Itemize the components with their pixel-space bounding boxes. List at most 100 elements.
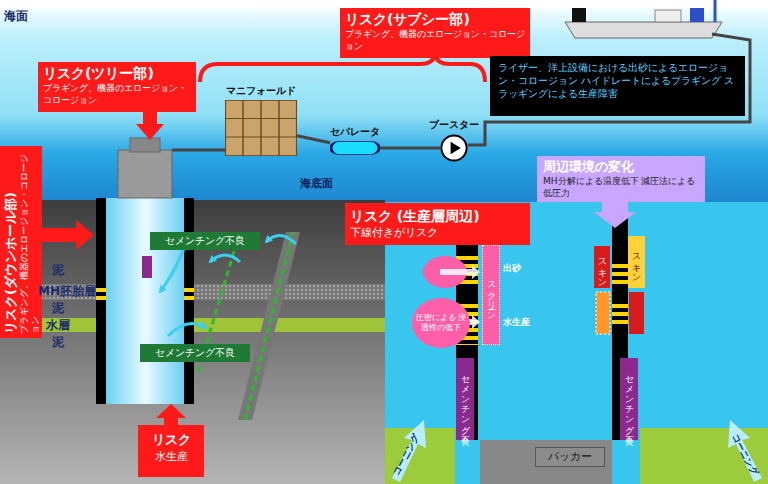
compaction-zone-part [412, 298, 470, 348]
skin-band: スキン [594, 246, 610, 288]
stratum-label: 水層 [46, 317, 70, 334]
box-text: リスク(ツリー部) [43, 65, 191, 82]
box-text: リスク (生産層周辺) [350, 207, 525, 225]
well-left [142, 256, 152, 278]
flow-pipe [172, 149, 226, 152]
booster-pump-outline [440, 134, 468, 162]
seabed-label: 海底面 [300, 176, 333, 191]
risk-arrows [156, 404, 186, 425]
production-zone-panel [640, 428, 768, 484]
well-left [96, 286, 106, 300]
separator-symbol: セパレータ [330, 141, 380, 155]
manifold-symbol: マニフォールド [225, 100, 297, 156]
booster-pump-part [441, 135, 466, 160]
compaction-zone: 圧密による 浸透性の低下 [412, 298, 470, 348]
box-text: マニフォールド [226, 84, 296, 98]
manifold-symbol-part [278, 100, 279, 156]
flow-label: 出砂 [503, 262, 521, 275]
well-left [130, 138, 160, 152]
stratum-label: 泥 [52, 300, 64, 317]
risk-box: リスク(サブシー部)プラギング、機器のエロージョン・コロージョン [340, 8, 530, 58]
box-text: パッカー [536, 448, 604, 466]
production-wells [629, 292, 644, 334]
booster-pump: ブースター [440, 134, 468, 162]
box-detail: 下線付きがリスク [350, 225, 525, 240]
flow-arrows [440, 265, 480, 279]
cement-failure-paths [245, 232, 293, 420]
box-text: リスク [141, 431, 201, 449]
coning-arrows [728, 420, 762, 482]
ship [690, 8, 704, 22]
screen-band: スクリーン [482, 245, 500, 345]
box-detail: 水生産 [141, 449, 201, 465]
production-zone-panel [480, 440, 612, 484]
box-text: セメンチング不良 [140, 344, 250, 362]
cement-failure-paths [160, 246, 185, 292]
well-left [96, 198, 106, 404]
manifold-symbol-outline [225, 100, 297, 156]
packer-box: パッカー [535, 447, 605, 467]
ship [572, 8, 586, 22]
production-wells [456, 210, 644, 440]
cement-failure-paths [210, 255, 240, 262]
box-detail: プラギング、機器のエロージョン・コロージョン [345, 28, 525, 52]
cement-failure-band: セメンチング不良 [620, 358, 638, 440]
risk-box: リスク (生産層周辺)下線付きがリスク [345, 203, 530, 245]
risk-box: リスク(ダウンホール部)プラギング、機器のエロージョン・コロージョン [0, 146, 42, 338]
cement-failure-paths [266, 235, 296, 244]
ship [565, 0, 722, 38]
well-left [96, 138, 194, 404]
cement-failure-paths [238, 232, 300, 420]
box-text: スクリーン [486, 275, 497, 315]
pipe-connector [380, 147, 440, 150]
box-text: リスク(ダウンホール部) [3, 150, 19, 334]
production-wells [612, 300, 628, 325]
cement-failure-paths [160, 232, 300, 420]
risk-box: リスク水生産 [138, 425, 204, 477]
skin-band: スキン [628, 236, 645, 288]
risk-box: リスク(ツリー部)プラギング、機器のエロージョン・コロージョン [38, 62, 196, 112]
ship [565, 22, 722, 38]
box-detail: プラギング、機器のエロージョン・コロージョン [19, 150, 41, 334]
box-text: 圧密による 浸透性の低下 [412, 313, 470, 333]
booster-pump-part [451, 142, 461, 154]
manifold-symbol-part [225, 100, 297, 156]
cement-failure-paths [168, 324, 206, 337]
well-left [184, 286, 194, 300]
environment-arrow [594, 202, 636, 228]
well-left [96, 198, 194, 404]
box-text: セメンチング不良 [460, 369, 471, 429]
box-text: ブースター [429, 118, 479, 132]
box-text: セメンチング不良 [624, 369, 635, 429]
stratum-label: MH胚胎層 [38, 283, 96, 300]
box-text: スキン [597, 252, 608, 282]
box-detail: MH分解による温度低下 減圧法による低圧力 [543, 175, 699, 199]
production-wells [612, 262, 628, 284]
separator-symbol-part [331, 142, 379, 155]
risk-arrows [42, 110, 186, 425]
ship [714, 0, 717, 22]
coning-arrows [392, 420, 762, 482]
environment-arrow [594, 202, 636, 228]
box-text: スキン [631, 247, 642, 277]
flow-label: 水生産 [503, 316, 530, 329]
production-wells [596, 292, 610, 334]
cement-failure-band: セメンチング不良 [456, 358, 474, 440]
stratum-label: 泥 [52, 334, 64, 351]
box-text: リスク(サブシー部) [345, 11, 525, 28]
sea-water [0, 8, 768, 202]
box-text: 周辺環境の変化 [543, 159, 699, 175]
manifold-symbol-part [242, 100, 243, 156]
manifold-symbol-part [260, 100, 261, 156]
risk-arrows [136, 110, 164, 140]
surface-label: 海面 [4, 8, 28, 25]
pipe-connector [297, 136, 330, 143]
cement-failure-tag: セメンチング不良 [140, 344, 250, 362]
well-left [184, 198, 194, 404]
stratum-label: 泥 [52, 262, 64, 279]
note-box: ライザー、洋上設備における出砂によるエロージョン・コロージョン ハイドレートによ… [490, 56, 745, 116]
seabed-strata [0, 284, 385, 300]
ship [655, 10, 681, 22]
sea-water [0, 8, 768, 202]
